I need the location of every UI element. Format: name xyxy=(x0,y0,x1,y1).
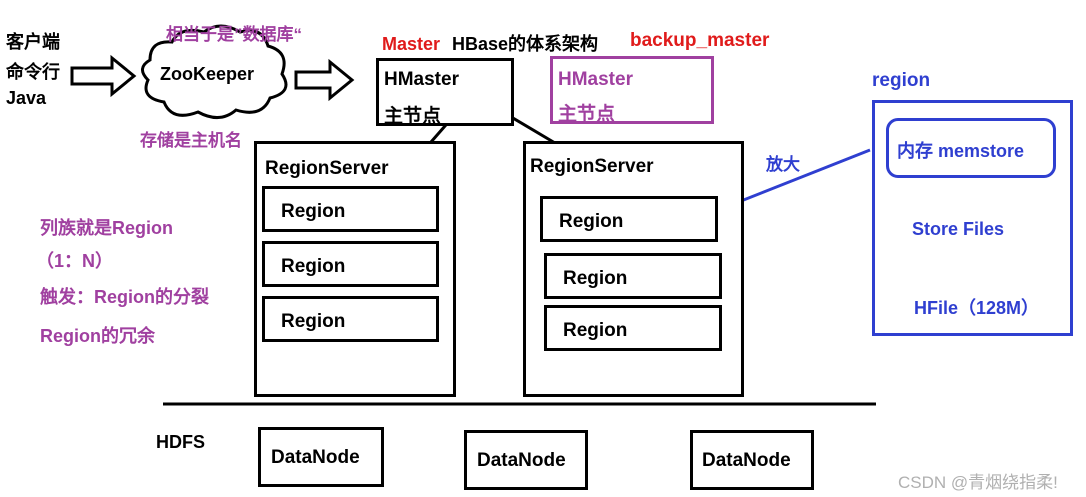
zookeeper-to-master-arrow xyxy=(294,58,355,102)
datanode-1: DataNode xyxy=(258,427,384,487)
hmaster-box: HMaster 主节点 xyxy=(376,58,514,127)
region-label: Region xyxy=(559,211,624,232)
hmaster-name: HMaster xyxy=(384,69,459,90)
note-redundancy: Region的冗余 xyxy=(40,326,155,346)
zookeeper-cloud-shape xyxy=(141,24,288,119)
hdfs-label: HDFS xyxy=(156,432,205,452)
region-label: Region xyxy=(281,201,346,222)
region-server-1-region-1: Region xyxy=(262,186,439,232)
zoom-label: 放大 xyxy=(766,155,800,174)
zookeeper-note-top: 相当于是”数据库“ xyxy=(166,25,302,44)
region-label: Region xyxy=(281,311,346,332)
memstore-label: 内存 memstore xyxy=(897,141,1025,161)
datanode-label: DataNode xyxy=(271,447,360,468)
region-detail-title: region xyxy=(872,70,931,91)
zookeeper-label: ZooKeeper xyxy=(160,64,255,84)
region-server-1-region-3: Region xyxy=(262,296,439,342)
region-label: Region xyxy=(563,320,628,341)
datanode-label: DataNode xyxy=(477,450,566,471)
datanode-label: DataNode xyxy=(702,450,791,471)
region-server-1-title: RegionServer xyxy=(265,158,389,179)
java-label: Java xyxy=(6,88,47,108)
backup-hmaster-box: HMaster 主节点 xyxy=(550,56,714,125)
backup-hmaster-sub: 主节点 xyxy=(558,104,616,125)
note-trigger-split: 触发：Region的分裂 xyxy=(40,287,209,307)
region-label: Region xyxy=(281,256,346,277)
region-server-2-region-1: Region xyxy=(540,196,718,242)
store-files-label: Store Files xyxy=(912,219,1005,239)
backup-hmaster-name: HMaster xyxy=(558,69,633,90)
diagram-title: HBase的体系架构 xyxy=(452,34,599,54)
region-label: Region xyxy=(563,268,628,289)
client-label: 客户端 xyxy=(6,32,60,52)
region-server-2-region-3: Region xyxy=(544,305,722,351)
datanode-2: DataNode xyxy=(464,430,588,490)
watermark: CSDN @青烟绕指柔! xyxy=(898,473,1058,492)
hmaster-sub: 主节点 xyxy=(384,106,442,127)
client-to-zookeeper-arrow xyxy=(70,54,137,98)
note-ratio: （1：N） xyxy=(36,251,114,271)
hfile-label: HFile（128M） xyxy=(914,298,1040,318)
region-server-1-region-2: Region xyxy=(262,241,439,287)
region-server-2-region-2: Region xyxy=(544,253,722,299)
master-tag: Master xyxy=(382,34,441,54)
backup-master-tag: backup_master xyxy=(630,30,770,51)
command-line-label: 命令行 xyxy=(6,62,60,82)
note-column-family: 列族就是Region xyxy=(40,218,173,238)
zookeeper-note-bottom: 存储是主机名 xyxy=(140,131,242,150)
datanode-3: DataNode xyxy=(690,430,814,490)
memstore-box: 内存 memstore xyxy=(886,118,1056,178)
region-server-2-title: RegionServer xyxy=(530,156,654,177)
